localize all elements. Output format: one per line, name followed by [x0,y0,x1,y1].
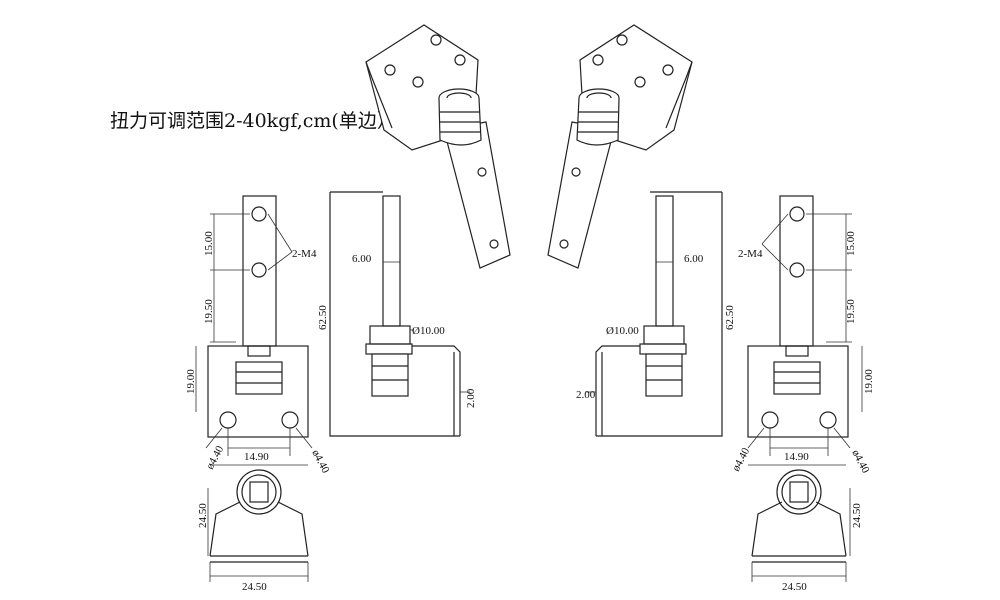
left-hole-diameter-a: ø4.40 [204,443,226,471]
right-shaft-length: 62.50 [724,305,736,330]
left-base-height: 24.50 [197,503,209,528]
left-shaft-offset: 19.50 [203,299,215,324]
right-base-height: 24.50 [851,503,863,528]
right-plate-thickness: 2.00 [576,389,596,401]
left-bottom-view [207,464,309,582]
right-hole-diameter-b: ø4.40 [849,448,871,476]
right-hole-spacing: 14.90 [784,451,809,463]
right-bottom-view [748,464,851,582]
right-side-view [586,191,723,437]
left-hole-spacing: 14.90 [244,451,269,463]
left-thread-note: 2-M4 [292,248,317,260]
left-base-width: 24.50 [242,581,267,593]
left-shaft-width: 6.00 [352,253,372,265]
left-collar-diameter: Ø10.00 [412,325,445,337]
left-shaft-length: 62.50 [317,305,329,330]
left-front-view [195,195,313,456]
isometric-hinge-left [365,24,511,269]
right-thread-note: 2-M4 [738,248,763,260]
right-hole-diameter-a: ø4.40 [730,445,752,473]
left-plate-thickness: 2.00 [465,388,477,408]
left-side-view [329,191,470,437]
right-front-view [747,195,863,456]
left-hole-diameter-b: ø4.40 [309,448,331,476]
right-base-width: 24.50 [782,581,807,593]
right-hole-pitch: 15.00 [845,231,857,256]
right-shaft-width: 6.00 [684,253,704,265]
left-hole-pitch: 15.00 [203,231,215,256]
left-bracket-height: 19.00 [185,369,197,394]
right-collar-diameter: Ø10.00 [606,325,639,337]
torque-range-title: 扭力可调范围2-40kgf,cm(单边） [110,110,396,132]
right-shaft-offset: 19.50 [845,299,857,324]
right-bracket-height: 19.00 [863,369,875,394]
isometric-hinge-right [547,24,693,269]
